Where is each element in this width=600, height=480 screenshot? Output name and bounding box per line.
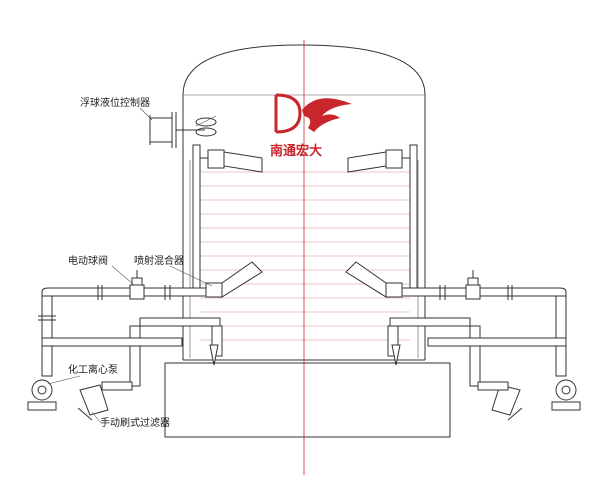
left-down-pipe [41, 295, 53, 377]
brand-logo [274, 93, 352, 134]
right-pump-suction-pipe [469, 325, 481, 387]
controller-body [149, 117, 173, 143]
foundation-base [164, 362, 451, 438]
leader-jet-mixer [169, 265, 213, 287]
top-right-jet-mixer [347, 148, 411, 173]
lower-right-jet-mixer [345, 261, 403, 298]
label-electric-valve: 电动球阀 [68, 254, 108, 267]
left-pump-suction-pipe [129, 325, 141, 387]
label-brush-filter: 手动刷式过滤器 [100, 416, 170, 429]
company-name: 南通宏大 [270, 143, 322, 159]
leader-brush-filter [91, 411, 101, 423]
right-upper-header-pipe [401, 287, 567, 301]
label-centrifugal-pump: 化工离心泵 [68, 363, 118, 376]
left-lower-header-pipe [41, 337, 183, 347]
water-level-lines [200, 171, 410, 341]
right-piping [387, 270, 581, 421]
label-jet-mixer: 喷射混合器 [134, 254, 184, 267]
top-left-feed-pipe [199, 148, 208, 159]
left-mid-header-pipe [139, 317, 221, 327]
tank-shell [182, 44, 426, 360]
leader-float-controller [139, 107, 153, 121]
left-upper-header-pipe [41, 287, 207, 301]
float-level-controller [149, 112, 217, 148]
leader-electric-valve [111, 265, 134, 285]
left-pump-casing [31, 379, 53, 401]
electric-ball-valve [129, 284, 145, 300]
right-pump-impeller [561, 385, 571, 395]
top-left-jet-mixer [199, 148, 263, 173]
left-filter-outlet-pipe [101, 381, 133, 391]
top-right-mixer-flange [385, 149, 403, 169]
leader-centrifugal-pump [47, 375, 81, 385]
right-filter-outlet-pipe [477, 381, 509, 391]
label-float-controller: 浮球液位控制器 [80, 96, 150, 109]
top-left-mixer-flange [207, 149, 225, 169]
float-rod [195, 115, 217, 127]
left-brush-filter-body [79, 384, 109, 416]
float-ball-upper [195, 117, 217, 127]
left-piping [27, 270, 223, 421]
lower-right-mixer-nozzle [345, 261, 387, 298]
logo-swallow-mark [302, 98, 352, 132]
top-right-feed-pipe [402, 148, 411, 159]
top-right-mixer-nozzle [347, 151, 387, 173]
float-ball-lower [195, 127, 217, 137]
right-pump-casing [555, 379, 577, 401]
left-pump-base [27, 401, 57, 411]
right-riser-pipe [409, 144, 418, 296]
top-left-mixer-nozzle [223, 151, 263, 173]
lower-left-mixer-flange [205, 282, 223, 298]
right-lower-header-pipe [427, 337, 567, 347]
right-pump-base [551, 401, 581, 411]
left-brush-filter-handle [77, 407, 93, 421]
left-outlet-drop [211, 325, 223, 357]
left-riser-pipe [192, 144, 201, 296]
right-brush-filter-handle [507, 407, 523, 421]
right-electric-ball-valve [465, 284, 481, 300]
left-pump-impeller [37, 385, 47, 395]
right-support-leg [391, 344, 401, 366]
left-support-leg [209, 344, 219, 366]
lower-right-mixer-flange [385, 282, 403, 298]
logo-letter-d [274, 93, 302, 134]
right-down-pipe [555, 295, 567, 377]
lower-left-mixer-nozzle [221, 261, 263, 298]
right-mid-header-pipe [389, 317, 471, 327]
right-outlet-drop [387, 325, 399, 357]
lower-left-jet-mixer [205, 261, 263, 298]
